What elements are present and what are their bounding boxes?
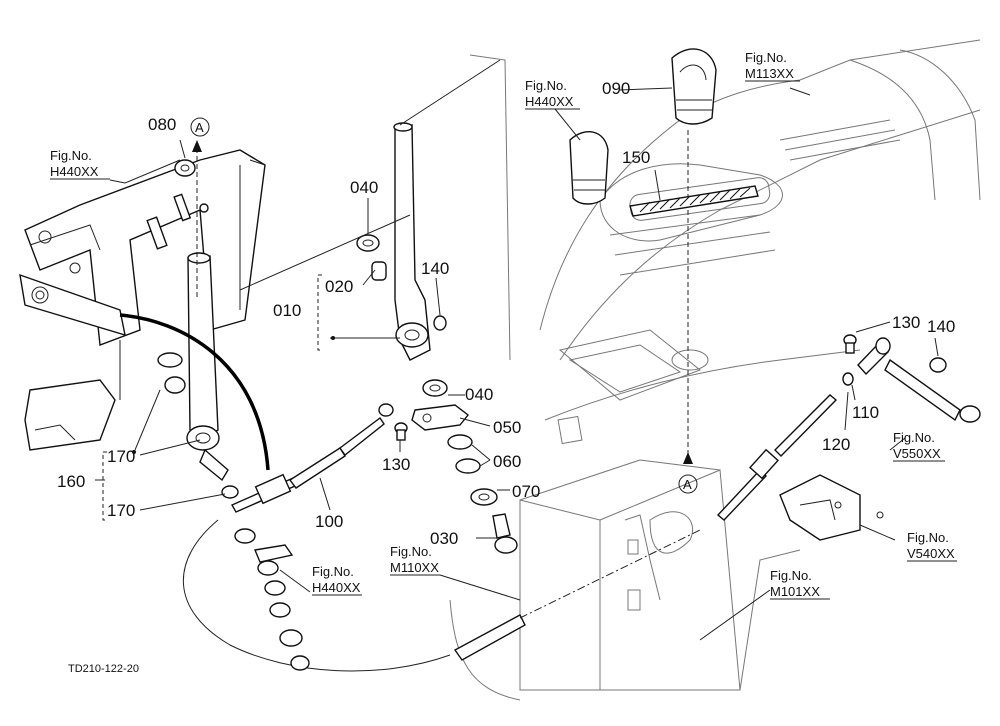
svg-text:M113XX: M113XX — [745, 66, 794, 81]
svg-text:Fig.No.: Fig.No. — [525, 78, 567, 93]
callout-090: 090 — [602, 79, 630, 98]
callout-170-upper: 170 — [107, 447, 135, 466]
base-column — [449, 459, 801, 701]
callout-130-right: 130 — [892, 313, 920, 332]
callout-060: 060 — [493, 452, 521, 471]
callout-100: 100 — [315, 512, 343, 531]
fig-ref-m110: Fig.No. M110XX — [390, 544, 440, 576]
plate-150 — [629, 185, 759, 217]
view-marker-right: A — [683, 477, 692, 492]
callouts: 080 040 020 010 140 040 050 060 070 030 … — [57, 79, 955, 548]
callout-040-top: 040 — [350, 178, 378, 197]
part-080-nut — [174, 159, 196, 177]
lever-010 — [356, 122, 447, 361]
callout-160: 160 — [57, 472, 85, 491]
callout-130-center: 130 — [382, 455, 410, 474]
callout-150: 150 — [622, 148, 650, 167]
fig-ref-h440-left: Fig.No. H440XX — [50, 148, 110, 180]
knob-090 — [671, 48, 717, 125]
svg-text:V540XX: V540XX — [907, 546, 955, 561]
callout-050: 050 — [493, 418, 521, 437]
svg-text:Fig.No.: Fig.No. — [893, 430, 935, 445]
svg-text:V550XX: V550XX — [893, 446, 941, 461]
view-arrow-left — [190, 117, 210, 300]
fig-ref-v540: Fig.No. V540XX — [907, 530, 957, 562]
svg-text:M110XX: M110XX — [390, 560, 439, 575]
callout-140-center: 140 — [421, 259, 449, 278]
fig-ref-m101: Fig.No. M101XX — [770, 568, 830, 600]
diagram-code: TD210-122-20 — [68, 663, 139, 675]
cab-console-outline — [469, 39, 981, 445]
view-marker-left: A — [195, 120, 204, 135]
view-arrow-right — [678, 130, 698, 494]
fig-ref-h440-top: Fig.No. H440XX — [525, 78, 581, 141]
cable-100 — [183, 403, 701, 672]
right-cable — [716, 334, 981, 541]
svg-text:Fig.No.: Fig.No. — [390, 544, 432, 559]
leader-lever-top — [399, 59, 501, 126]
leader-lines — [95, 87, 939, 641]
left-bracket — [19, 149, 266, 451]
wire-harness — [119, 313, 270, 471]
callout-020: 020 — [325, 277, 353, 296]
svg-text:H440XX: H440XX — [50, 164, 99, 179]
svg-text:H440XX: H440XX — [312, 580, 361, 595]
leader-bracket — [239, 214, 411, 291]
callout-070: 070 — [512, 482, 540, 501]
callout-030: 030 — [430, 529, 458, 548]
lower-washer-stack — [234, 528, 310, 671]
svg-text:Fig.No.: Fig.No. — [312, 564, 354, 579]
knob-h440 — [569, 131, 609, 205]
callout-120: 120 — [822, 435, 850, 454]
svg-text:Fig.No.: Fig.No. — [745, 50, 787, 65]
callout-110: 110 — [852, 403, 879, 422]
callout-040-mid: 040 — [465, 385, 493, 404]
svg-text:Fig.No.: Fig.No. — [907, 530, 949, 545]
callout-080: 080 — [148, 115, 176, 134]
svg-text:M101XX: M101XX — [770, 584, 820, 599]
center-washer-stack — [411, 379, 518, 554]
group-brackets — [102, 274, 335, 521]
fig-ref-h440-bottom: Fig.No. H440XX — [312, 564, 362, 596]
callout-170-lower: 170 — [107, 501, 135, 520]
part-130-bolt-center — [394, 422, 408, 441]
callout-010: 010 — [273, 301, 301, 320]
lever-160 — [157, 252, 239, 499]
callout-140-right: 140 — [927, 317, 955, 336]
fig-ref-v550: Fig.No. V550XX — [893, 430, 945, 462]
fig-ref-m113: Fig.No. M113XX — [745, 50, 800, 82]
svg-text:Fig.No.: Fig.No. — [50, 148, 92, 163]
svg-text:Fig.No.: Fig.No. — [770, 568, 812, 583]
svg-text:H440XX: H440XX — [525, 94, 574, 109]
